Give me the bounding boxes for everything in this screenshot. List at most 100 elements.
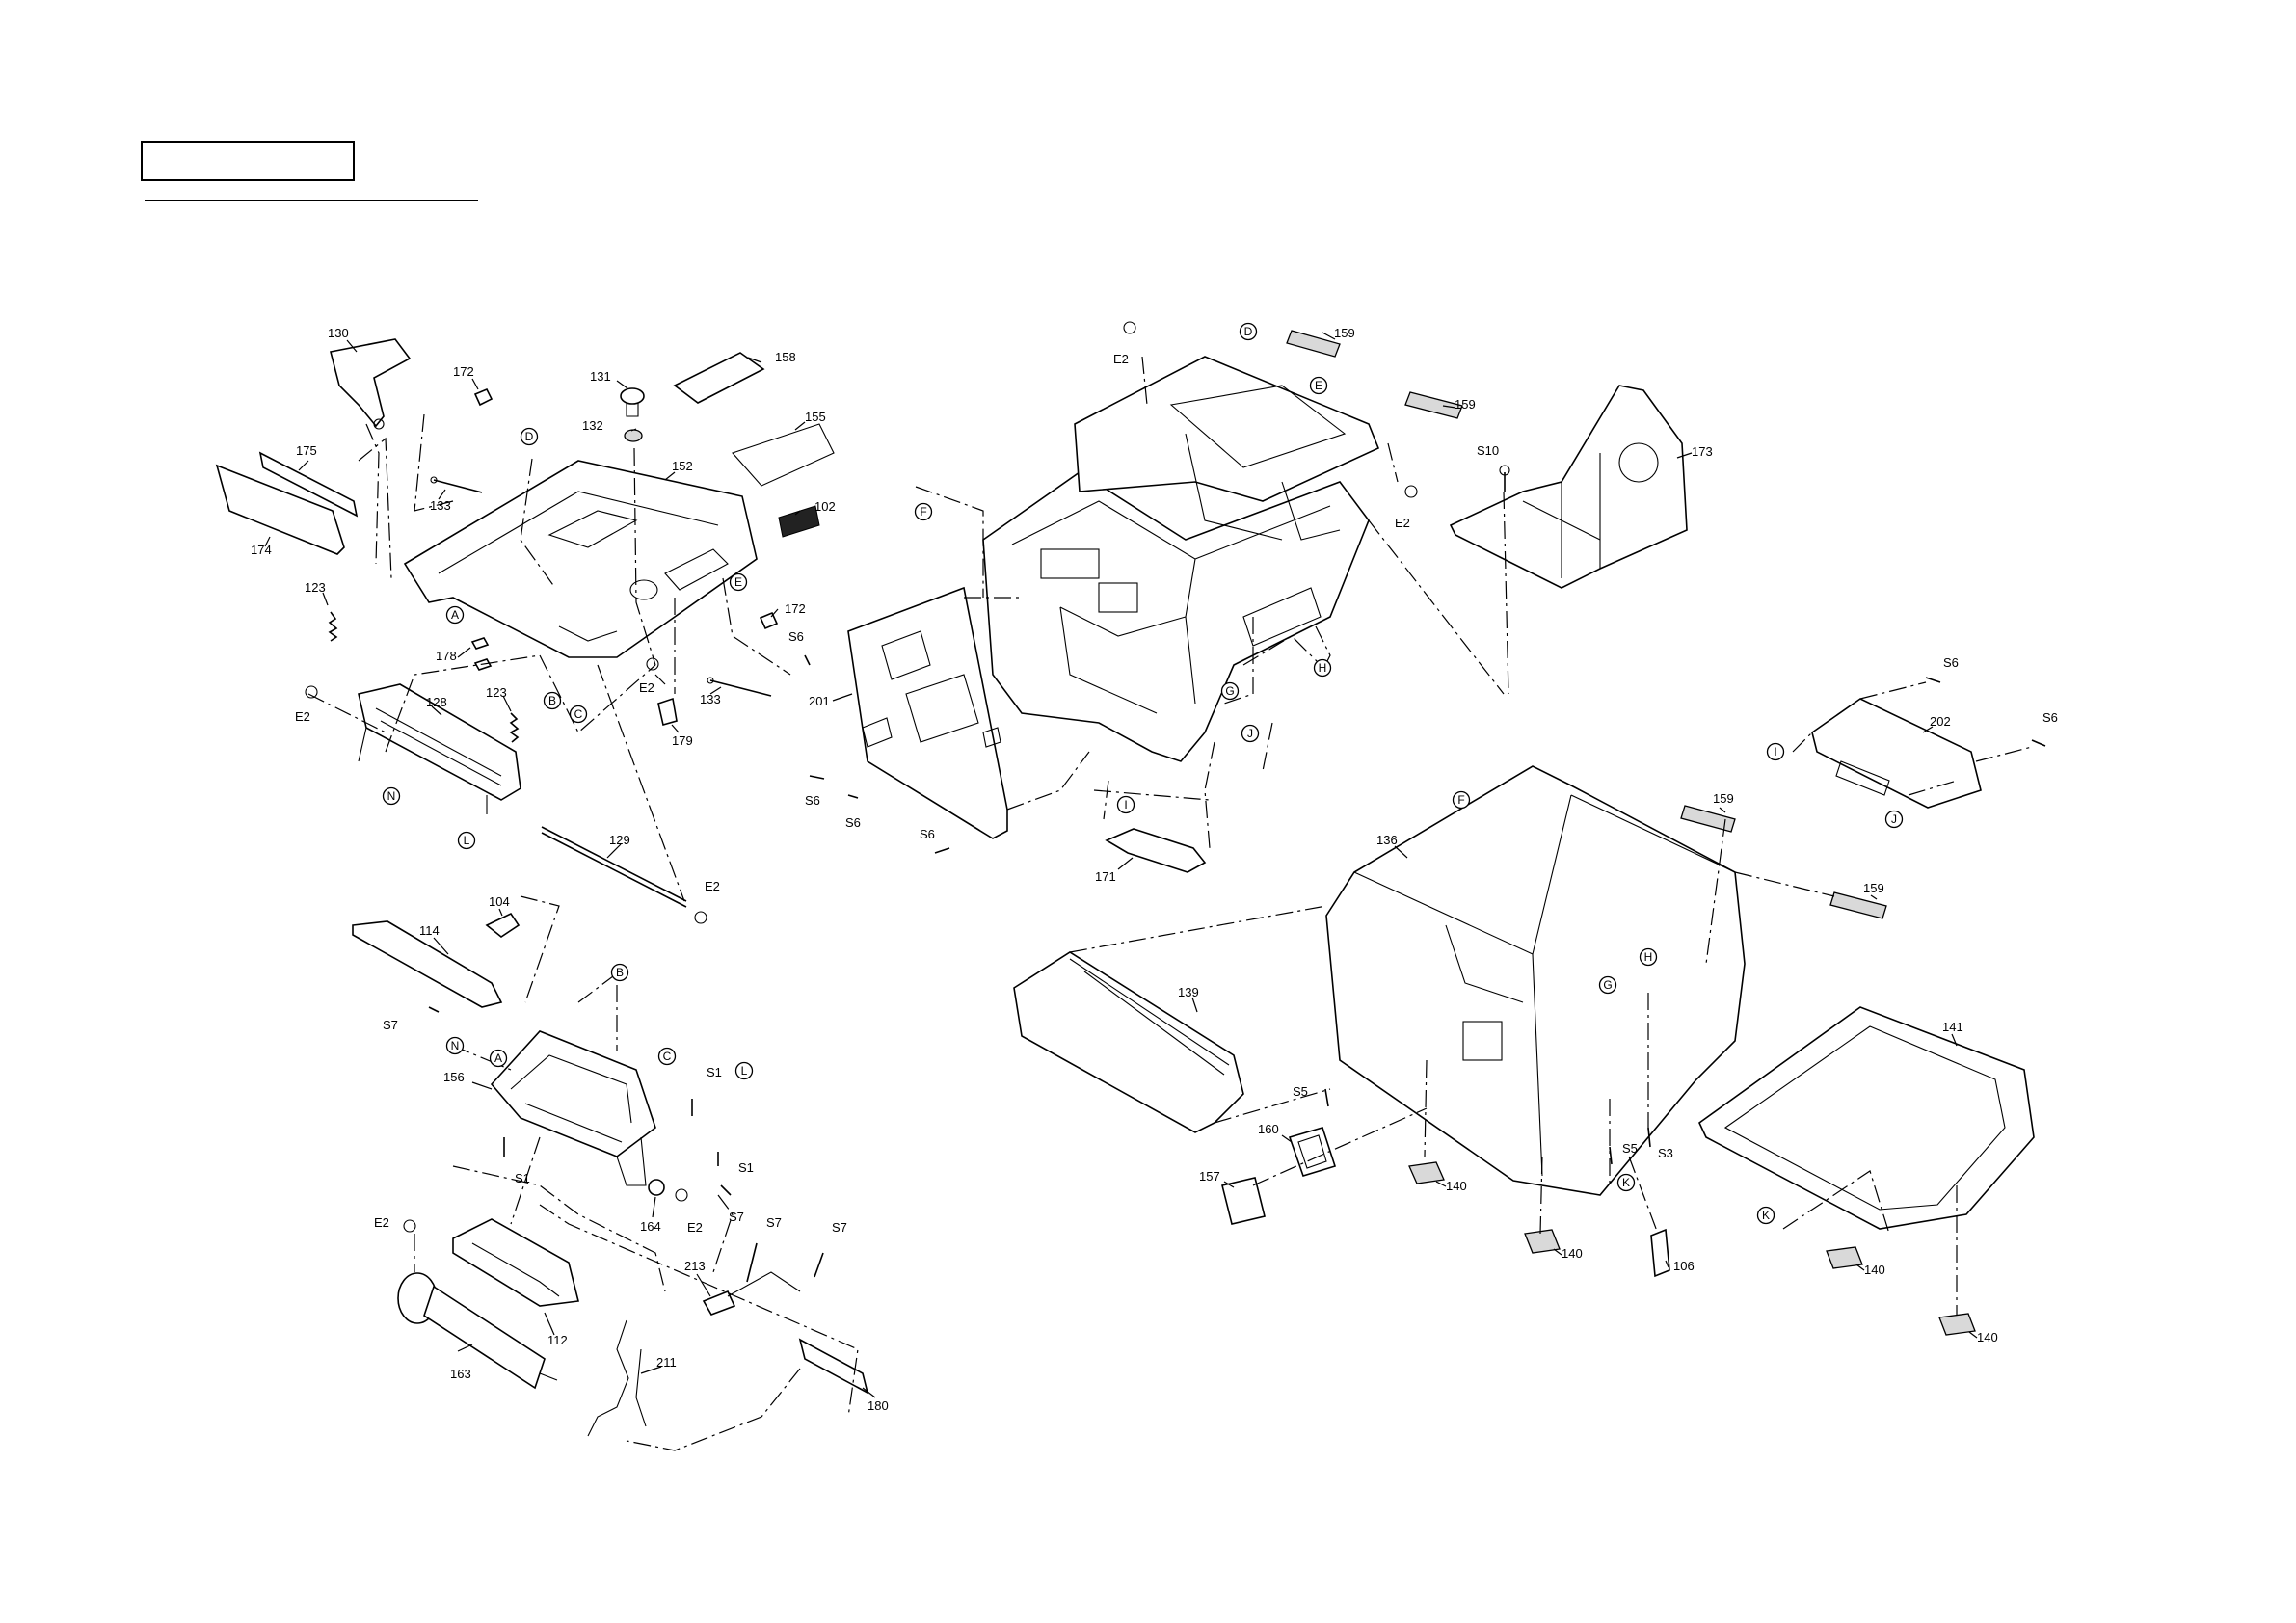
title-box — [141, 141, 355, 181]
label-172-b: 172 — [785, 601, 806, 616]
label-152: 152 — [672, 459, 693, 473]
callout-f-1: F — [914, 502, 933, 521]
svg-text:E: E — [734, 575, 742, 589]
part-156-frame — [490, 1030, 656, 1186]
label-140-c: 140 — [1864, 1263, 1885, 1277]
part-e2-ring-upper — [305, 657, 707, 924]
svg-text:J: J — [1891, 812, 1897, 826]
part-173-side-frame — [1449, 385, 1688, 589]
callout-n-2: N — [445, 1036, 465, 1055]
part-159-pads-side — [1680, 805, 1887, 919]
part-211-cable — [587, 1319, 647, 1437]
label-123-b: 123 — [486, 685, 507, 700]
label-133-a: 133 — [430, 498, 451, 513]
label-130: 130 — [328, 326, 349, 340]
part-180-sensor — [798, 1338, 869, 1395]
part-136-case — [1325, 765, 1746, 1196]
label-180: 180 — [868, 1398, 889, 1413]
label-156: 156 — [443, 1070, 465, 1084]
label-e2-c: E2 — [295, 709, 310, 724]
callout-k-1: K — [1616, 1173, 1636, 1192]
label-155: 155 — [805, 410, 826, 424]
callout-g-1: G — [1220, 681, 1240, 701]
label-s7-a: S7 — [383, 1018, 398, 1032]
label-102: 102 — [814, 499, 836, 514]
part-133-pin-b — [707, 677, 772, 697]
label-133-b: 133 — [700, 692, 721, 706]
label-s6-b: S6 — [805, 793, 820, 808]
part-159-pads-top — [1286, 330, 1463, 419]
label-175: 175 — [296, 443, 317, 458]
callout-e-2: E — [1309, 376, 1328, 395]
label-s1-b: S1 — [738, 1160, 754, 1175]
label-179: 179 — [672, 733, 693, 748]
label-s7-c: S7 — [766, 1215, 782, 1230]
svg-text:L: L — [464, 834, 470, 847]
part-129-shaft — [541, 826, 687, 908]
part-172-cube-b — [759, 611, 779, 630]
label-s5-a: S5 — [1293, 1084, 1308, 1099]
part-171-bracket — [1105, 828, 1207, 873]
callout-b-2: B — [610, 963, 629, 982]
label-104: 104 — [489, 894, 510, 909]
label-132: 132 — [582, 418, 603, 433]
label-s1-a: S1 — [707, 1065, 722, 1079]
part-174-cover-flap — [215, 464, 345, 555]
label-123-a: 123 — [305, 580, 326, 595]
label-178: 178 — [436, 649, 457, 663]
svg-text:K: K — [1762, 1209, 1770, 1222]
label-s6-a: S6 — [788, 629, 804, 644]
svg-text:I: I — [1124, 798, 1127, 812]
assembly-lines-right — [1069, 681, 2033, 1316]
svg-text:B: B — [616, 966, 624, 979]
part-155-sheet — [732, 423, 835, 487]
svg-text:B: B — [548, 694, 556, 707]
label-140-a: 140 — [1446, 1179, 1467, 1193]
part-112-cutter — [452, 1218, 579, 1307]
label-s6-e: S6 — [1943, 655, 1959, 670]
label-s5-b: S5 — [1622, 1141, 1638, 1156]
callout-h-1: H — [1313, 658, 1332, 678]
svg-text:F: F — [920, 505, 926, 519]
label-s6-c: S6 — [845, 815, 861, 830]
callout-a-2: A — [489, 1049, 508, 1068]
label-s7-b: S7 — [729, 1210, 744, 1224]
callout-a-1: A — [445, 605, 465, 625]
part-number-labels: 130 172 131 158 132 155 175 152 102 133 … — [251, 326, 2058, 1413]
svg-text:G: G — [1603, 978, 1612, 992]
assembly-lines-cover — [307, 413, 791, 902]
label-e2-d: E2 — [639, 680, 654, 695]
part-158-plate — [673, 352, 765, 404]
part-175-strip — [258, 451, 359, 518]
callout-j-1: J — [1241, 724, 1260, 743]
label-159-b: 159 — [1455, 397, 1476, 412]
label-163: 163 — [450, 1367, 471, 1381]
callout-n-1: N — [382, 786, 401, 806]
part-102-label — [778, 505, 820, 538]
part-114-plate — [352, 920, 503, 1008]
part-133-pin-a — [430, 476, 483, 493]
svg-text:K: K — [1622, 1176, 1630, 1189]
part-printer-mechanism — [982, 471, 1370, 762]
svg-text:J: J — [1247, 727, 1253, 740]
label-202: 202 — [1930, 714, 1951, 729]
part-106-label — [1650, 1228, 1670, 1278]
part-123-spring-b — [509, 712, 520, 743]
leader-lines — [264, 332, 1978, 1398]
svg-text:G: G — [1225, 684, 1234, 698]
part-141-base — [1697, 1006, 2035, 1230]
label-164: 164 — [640, 1219, 661, 1234]
label-s1-c: S1 — [515, 1171, 530, 1185]
screws-center — [804, 321, 1510, 854]
callout-i-2: I — [1766, 742, 1785, 761]
label-s6-d: S6 — [920, 827, 935, 841]
part-172-cube-a — [473, 387, 494, 407]
label-160: 160 — [1258, 1122, 1279, 1136]
label-172-a: 172 — [453, 364, 474, 379]
svg-text:A: A — [451, 608, 459, 622]
label-136: 136 — [1376, 833, 1398, 847]
part-123-spring-a — [328, 611, 338, 642]
label-s6-f: S6 — [2042, 710, 2058, 725]
label-112: 112 — [547, 1333, 568, 1347]
callout-d-2: D — [1239, 322, 1258, 341]
